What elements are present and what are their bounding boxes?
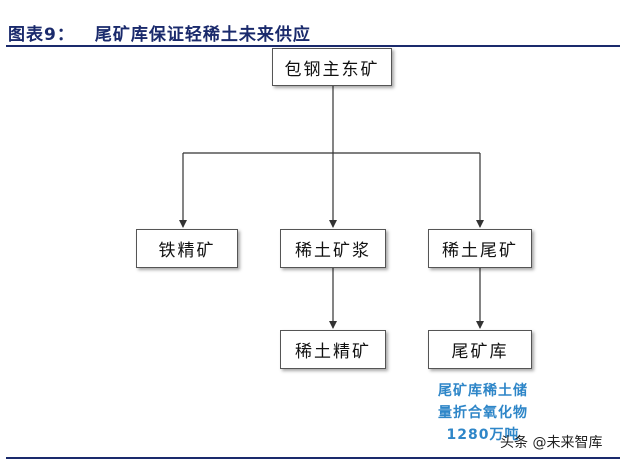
node-rare-earth-slurry: 稀土矿浆 xyxy=(280,229,386,268)
figure-title: 图表9： 尾矿库保证轻稀土未来供应 xyxy=(8,20,311,45)
node-rare-earth-slurry-label: 稀土矿浆 xyxy=(295,241,371,261)
node-tailings-pond-label: 尾矿库 xyxy=(451,342,509,362)
node-rare-earth-tailings: 稀土尾矿 xyxy=(428,229,532,268)
reserves-note: 尾矿库稀土储 量折合氧化物 1280万吨 xyxy=(418,380,548,446)
node-rare-earth-tailings-label: 稀土尾矿 xyxy=(442,241,518,261)
node-iron-concentrate: 铁精矿 xyxy=(136,229,238,268)
node-root-main-east-mine: 包钢主东矿 xyxy=(272,48,392,86)
figure-label: 图表9： xyxy=(8,25,75,45)
reserves-note-line-1: 尾矿库稀土储 xyxy=(438,383,528,399)
footer-divider xyxy=(6,457,620,459)
node-iron-concentrate-label: 铁精矿 xyxy=(158,241,216,261)
reserves-note-line-3: 1280万吨 xyxy=(446,427,520,443)
node-rare-earth-concentrate: 稀土精矿 xyxy=(280,330,386,369)
node-root-label: 包钢主东矿 xyxy=(284,59,380,80)
watermark: 头条 @未来智库 xyxy=(500,435,603,451)
reserves-note-line-2: 量折合氧化物 xyxy=(438,405,528,421)
figure-title-text: 尾矿库保证轻稀土未来供应 xyxy=(94,25,311,45)
node-tailings-pond: 尾矿库 xyxy=(428,330,532,369)
title-divider xyxy=(6,45,620,47)
node-rare-earth-concentrate-label: 稀土精矿 xyxy=(295,342,371,362)
